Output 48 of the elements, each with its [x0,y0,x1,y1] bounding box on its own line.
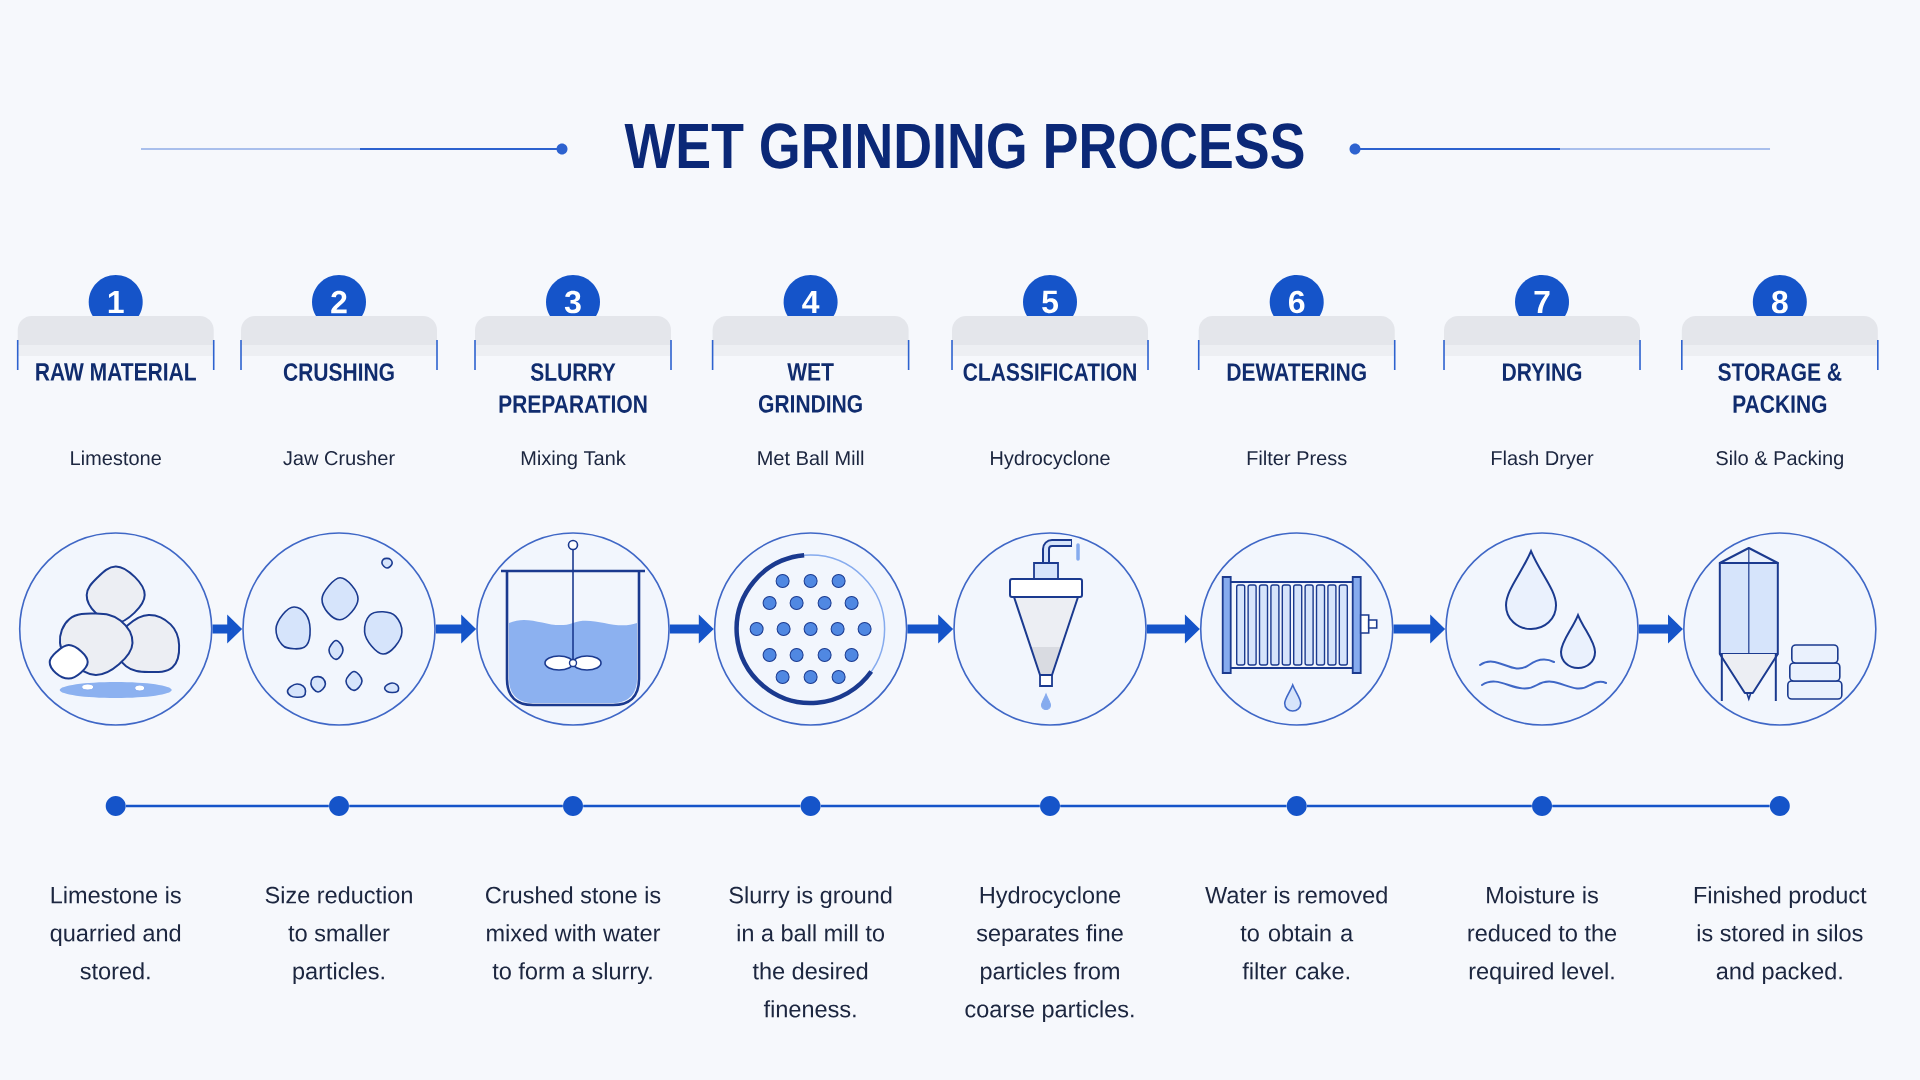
timeline-dot [800,796,821,816]
node-label: SLURRY PREPARATION [499,363,647,413]
rock-fragments-illustration [242,532,436,726]
timeline-dot [1532,796,1552,816]
silo-and-bags-illustration [1683,532,1877,726]
ball-mill-illustration [713,532,908,726]
node-label: WET GRINDING [758,363,862,413]
equipment-label: Hydrocyclone [991,450,1110,470]
water-drops-illustration [1445,532,1639,726]
hydrocyclone-illustration [953,532,1147,726]
step-description: Hydrocyclone separates fine particles from coarse particles. [965,886,1134,1023]
timeline-line [1060,804,1287,808]
timeline-dot [1040,796,1060,816]
node-label: CLASSIFICATION [963,363,1136,381]
equipment-label: Flash Dryer [1492,450,1594,470]
node-label: DRYING [1502,363,1582,381]
timeline-dot [329,796,349,816]
step-description: Size reduction to smaller particles. [265,886,412,985]
timeline-line [583,804,801,808]
rock-pile-illustration [18,532,213,726]
timeline-line [125,804,329,808]
timeline-line [820,804,1040,808]
step-description: Water is removed to obtain a filter cake. [1205,886,1387,980]
step-description: Moisture is reduced to the required level. [1468,886,1617,985]
timeline-line [1552,804,1770,808]
timeline-dot [1286,796,1307,816]
title: WET GRINDING PROCESS [624,123,1304,169]
timeline-dot [1769,796,1790,816]
equipment-label: Mixing Tank [521,450,626,470]
equipment-label: Limestone [71,450,161,466]
timeline-dot [105,796,126,816]
equipment-label: Silo & Packing [1716,450,1843,470]
equipment-label: Filter Press [1247,450,1347,466]
timeline-line [1306,804,1532,808]
node-label: RAW MATERIAL [36,363,196,381]
node-label: CRUSHING [283,363,394,381]
step-description: Slurry is ground in a ball mill to the desired fineness. [729,886,892,1018]
equipment-label: Met Ball Mill [758,450,864,466]
timeline-line [349,804,563,808]
step-description: Limestone is quarried and stored. [50,886,181,980]
mixing-tank-illustration [476,532,670,726]
step-description: Crushed stone is mixed with water to form a slurry. [486,886,661,985]
step-description: Finished product is stored in silos and packed. [1694,886,1867,985]
timeline-dot [563,796,583,816]
filter-press-illustration [1199,532,1394,726]
node-label: STORAGE & PACKING [1718,363,1842,413]
node-label: DEWATERING [1227,363,1366,381]
equipment-label: Jaw Crusher [283,450,395,466]
